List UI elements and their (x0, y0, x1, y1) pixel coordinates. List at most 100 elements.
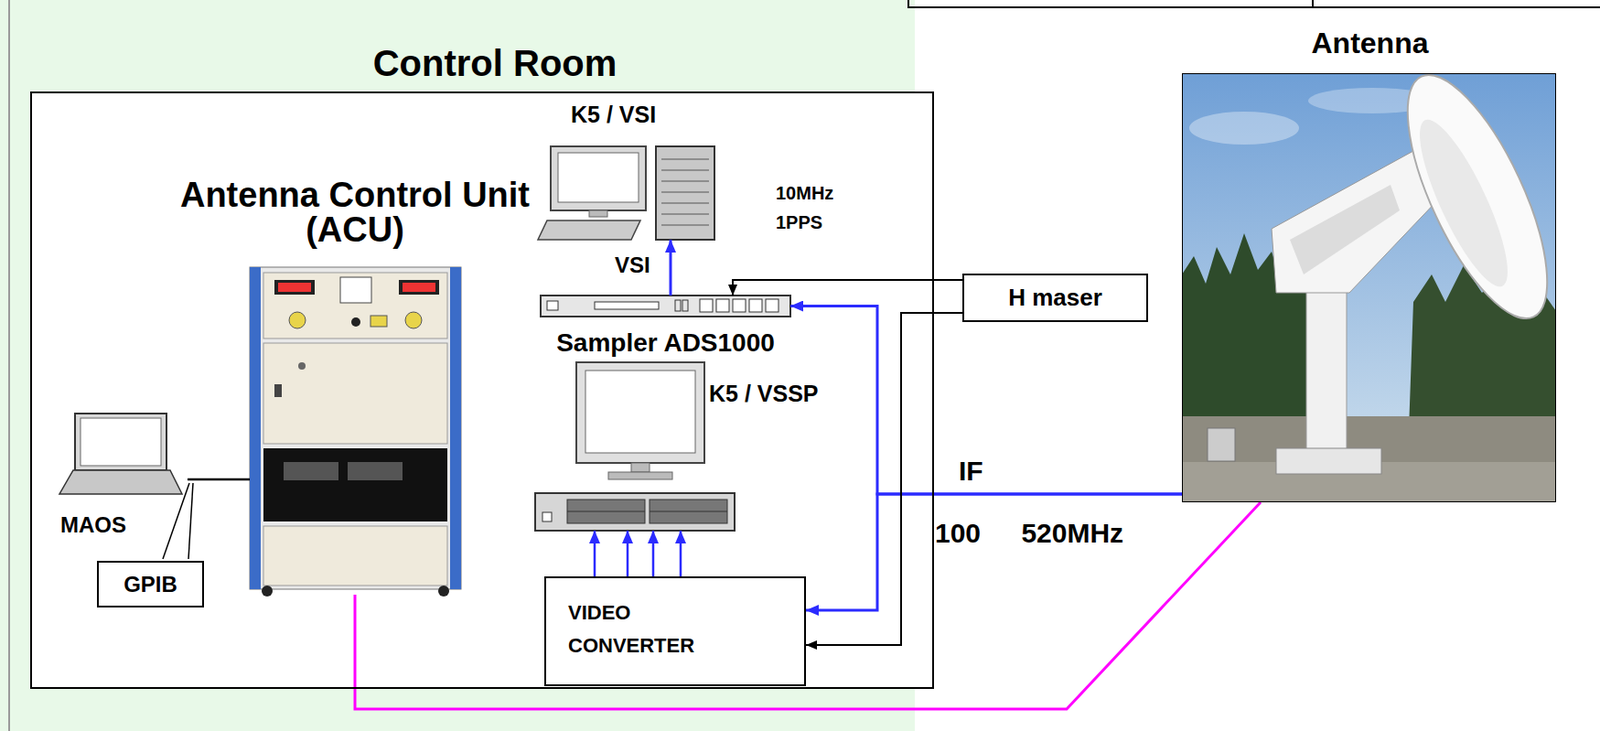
vssp-computer-icon (631, 462, 650, 473)
laptop-icon (59, 413, 183, 494)
antenna-photo (1271, 150, 1441, 293)
signal-label: 10MHz (775, 182, 834, 205)
acu-rack (263, 272, 448, 339)
computer-icon (661, 214, 709, 215)
laptop-icon (75, 413, 167, 471)
acu-rack (450, 267, 462, 590)
label-holder: IF (958, 455, 984, 488)
antenna-photo (1276, 448, 1382, 474)
signal-connector (187, 478, 250, 482)
acu-rack (402, 282, 436, 292)
acu-rack (249, 267, 462, 597)
label-holder: 10MHz (775, 182, 834, 205)
computer-icon (661, 225, 709, 226)
gpib-leader (188, 483, 194, 559)
page-ground (908, 0, 1600, 8)
sampler-label: Sampler ADS1000 (522, 328, 809, 358)
signal-connector (732, 279, 963, 296)
acu-rack (370, 315, 387, 327)
laptop-icon (59, 470, 183, 494)
acu-rack (263, 448, 448, 522)
antenna-photo (1181, 416, 1557, 503)
page-ground (1311, 0, 1314, 8)
signal-connector (669, 239, 673, 296)
signal-connector (354, 502, 1261, 709)
sampler-device (749, 299, 763, 312)
sampler-device (732, 299, 746, 312)
acu-rack (289, 311, 306, 329)
antenna-photo-frame: Antenna (1181, 73, 1557, 503)
acu-node: Antenna Control Unit (ACU) (249, 267, 462, 595)
vssp-computer-icon (542, 512, 552, 522)
laptop-node: MAOS (54, 409, 188, 545)
room-heading: Control Room (311, 42, 678, 85)
acu-rack (261, 585, 273, 597)
vssp-computer-icon (567, 511, 645, 513)
acu-rack (274, 384, 282, 398)
sampler-device (716, 299, 730, 312)
gpib-leader (162, 483, 190, 559)
computer-node: K5 / VSSP (535, 362, 735, 531)
computer-icon (655, 146, 715, 240)
label-holder: 100 520MHz (934, 517, 1124, 550)
sampler-device (540, 295, 791, 317)
signal-connector (626, 530, 630, 577)
converter-box: VIDEO CONVERTER (544, 576, 806, 687)
antenna-photo (1379, 73, 1557, 337)
acu-rack (278, 282, 312, 292)
computer-icon (661, 170, 709, 172)
acu-rack (351, 317, 361, 327)
signal-connector (790, 306, 1182, 495)
antenna-photo (1289, 184, 1400, 275)
computer-icon (550, 146, 646, 211)
label-holder: VSI (614, 252, 651, 279)
page-ground (8, 0, 11, 731)
antenna-photo (1207, 428, 1235, 462)
box-label: VIDEO CONVERTER (568, 596, 724, 663)
maser-box: H maser (962, 273, 1149, 323)
antenna-photo (1404, 110, 1524, 296)
signal-connector (679, 530, 683, 577)
sampler-device (765, 299, 779, 312)
laptop-label: MAOS (60, 512, 194, 538)
signal-connector (805, 312, 963, 645)
computer-label: K5 / VSSP (708, 380, 856, 408)
antenna-photo (1181, 73, 1557, 503)
antenna-heading: Antenna (1182, 26, 1558, 61)
acu-rack (249, 267, 462, 590)
vssp-computer-icon (535, 362, 735, 531)
computer-icon (661, 159, 709, 161)
antenna-photo (1189, 111, 1300, 145)
signal-label: VSI (614, 252, 651, 279)
box-label: H maser (1008, 284, 1103, 312)
sampler-node: Sampler ADS1000 (540, 295, 791, 317)
signal-connector (652, 530, 656, 577)
computer-icon (537, 220, 641, 240)
sampler-device (699, 299, 713, 312)
sampler-device (675, 300, 681, 312)
signal-label: IF (958, 455, 984, 488)
laptop-icon (80, 418, 162, 466)
sampler-device (540, 295, 791, 317)
vssp-computer-icon (535, 493, 735, 531)
gpib-box: GPIB (96, 560, 205, 608)
computer-node: K5 / VSI (536, 142, 715, 240)
vssp-computer-icon (585, 370, 696, 453)
signal-connector (805, 493, 1182, 611)
computer-icon (661, 203, 709, 205)
acu-rack (340, 277, 372, 303)
sampler-device (547, 300, 559, 311)
gpib-leader (162, 483, 194, 559)
acu-rack (398, 279, 440, 295)
signal-connector (593, 530, 597, 577)
label-holder: 1PPS (775, 212, 823, 234)
computer-icon (537, 146, 715, 240)
acu-rack (298, 362, 306, 370)
vssp-computer-icon (649, 511, 728, 513)
acu-rack (438, 585, 450, 597)
computer-icon (558, 152, 639, 203)
acu-rack (263, 526, 448, 586)
